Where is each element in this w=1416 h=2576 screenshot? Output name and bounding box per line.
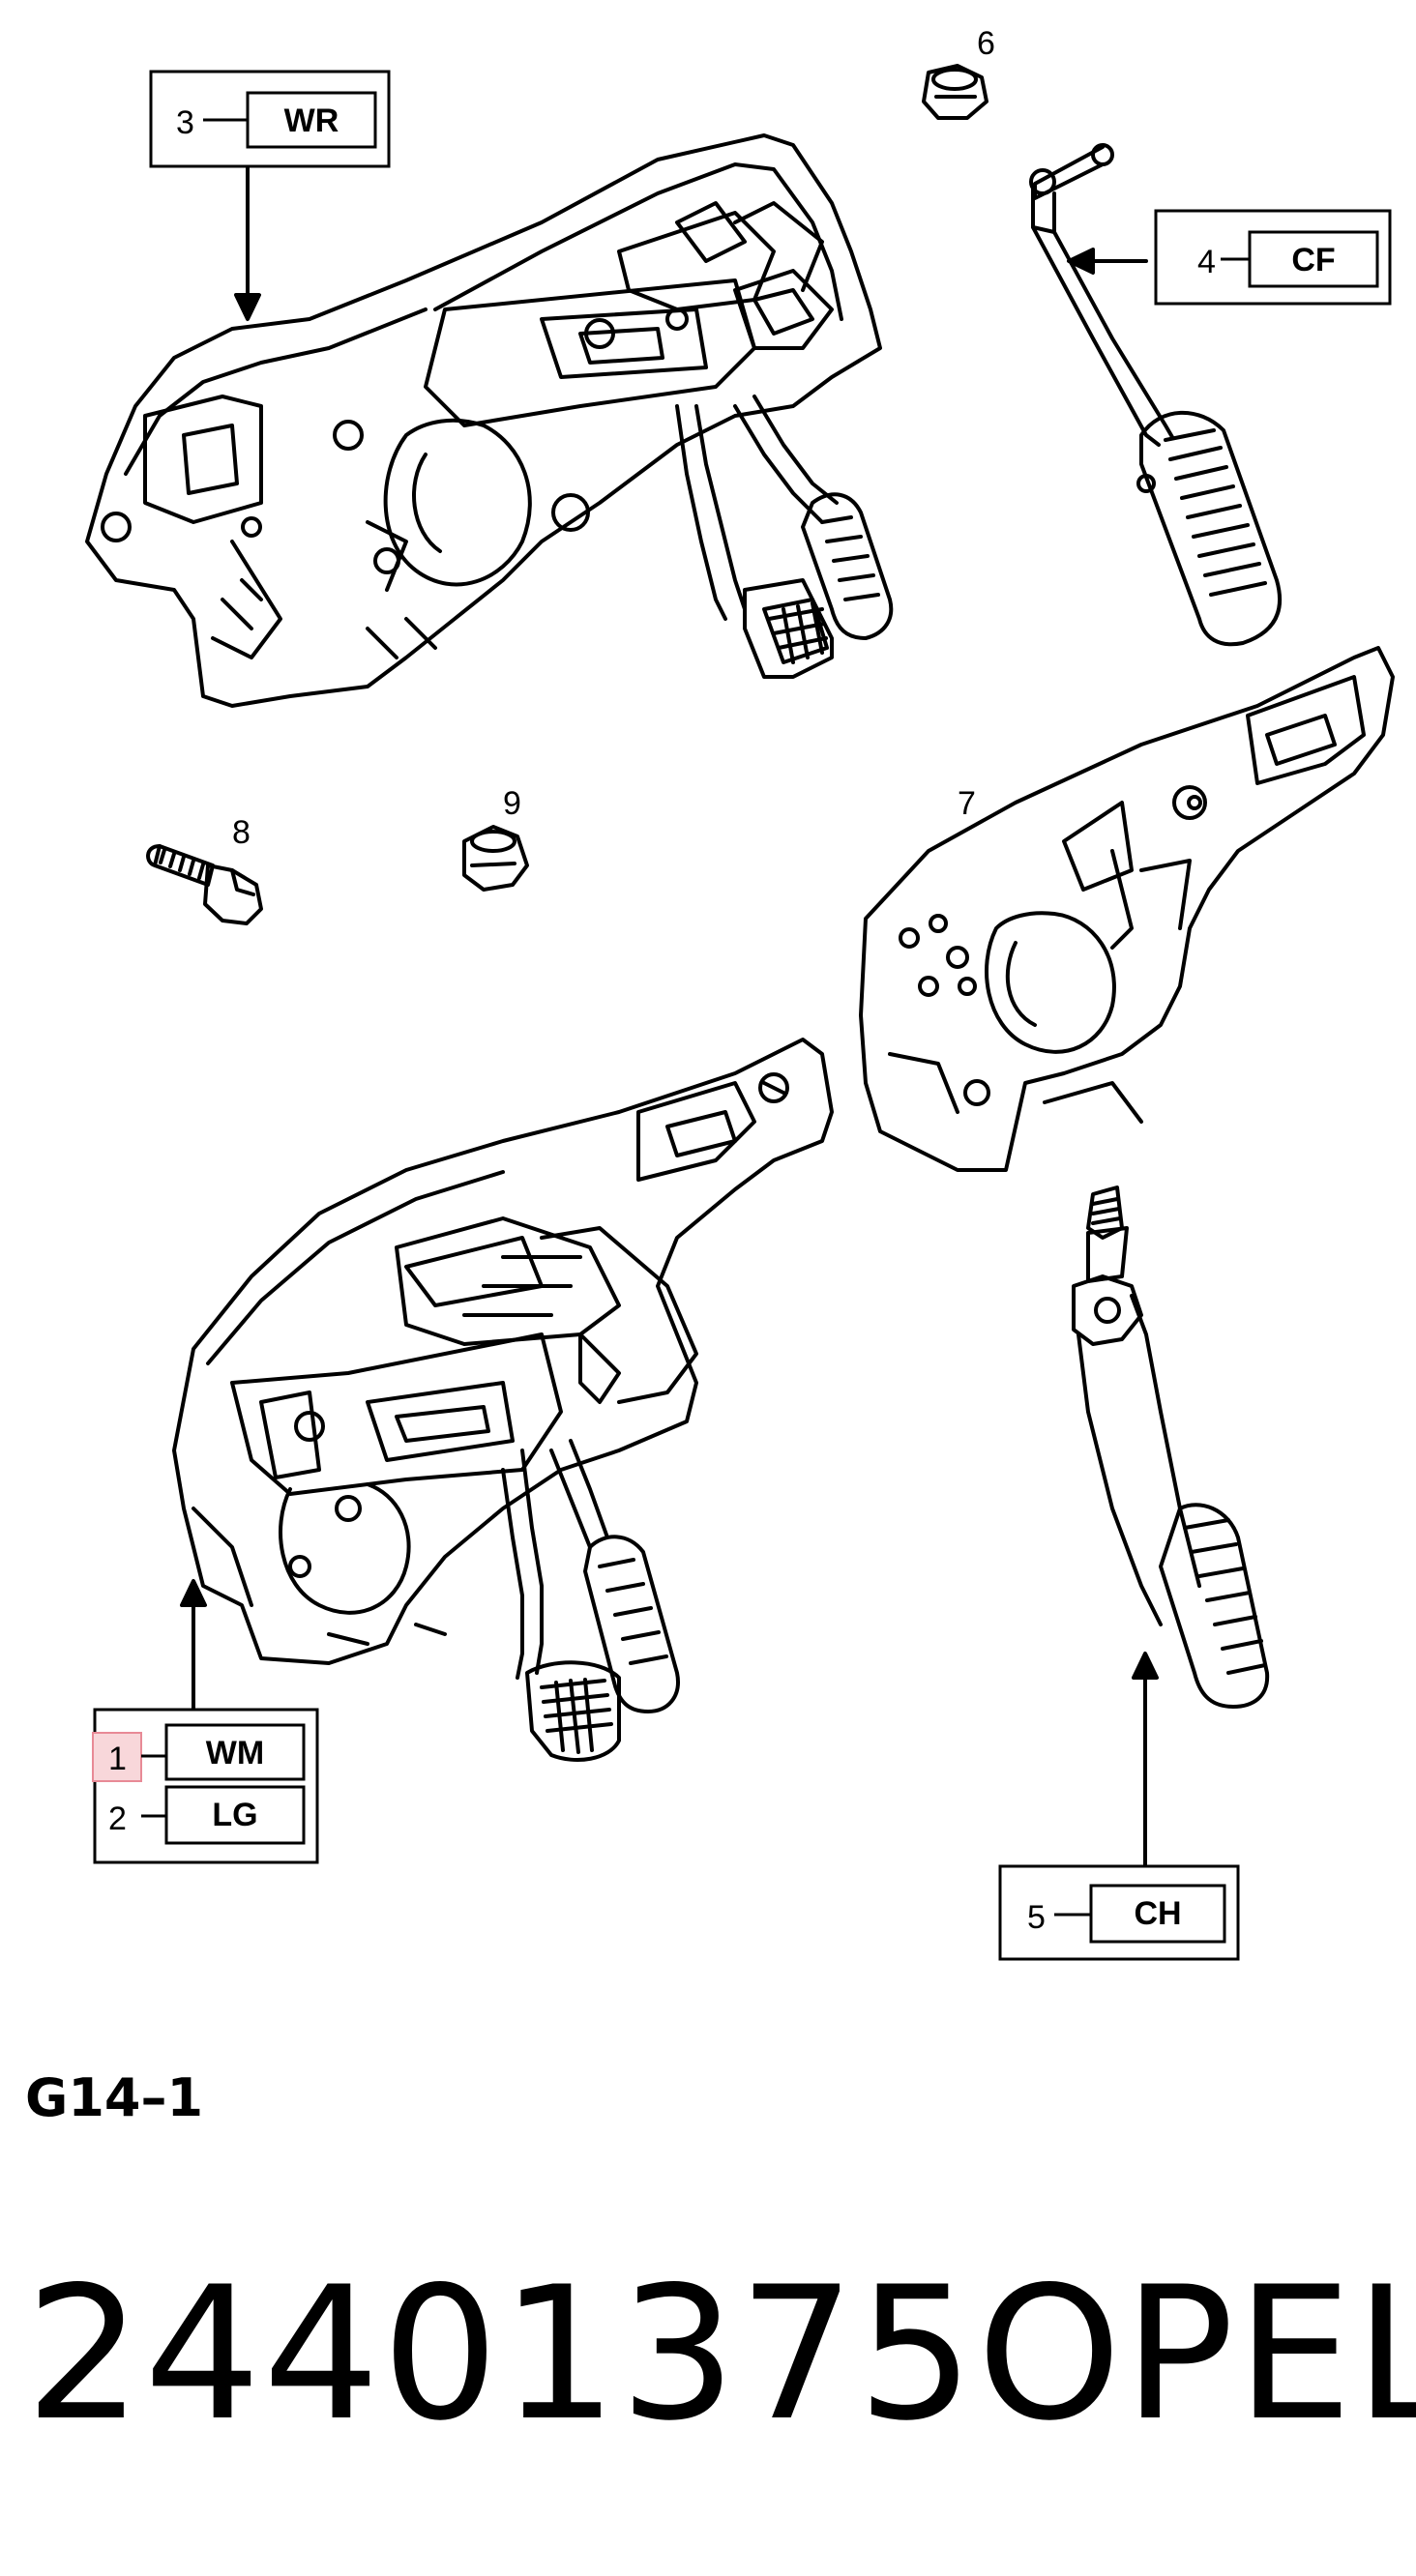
callout-3-number: 3 <box>176 104 194 141</box>
callout-arrows <box>180 143 1159 1868</box>
accelerator-pedal-ch <box>1072 1186 1270 1709</box>
callout-2-code: LG <box>212 1797 257 1833</box>
page-reference: G14–1 <box>25 2067 204 2128</box>
brand-name: OPEL <box>977 2247 1416 2461</box>
callout-4-number: 4 <box>1197 244 1216 280</box>
part-label-6: 6 <box>977 25 995 62</box>
callout-1-code: WM <box>206 1735 264 1771</box>
callout-4[interactable]: 4 CF <box>1154 209 1392 306</box>
callout-4-code: CF <box>1291 242 1335 278</box>
callout-1-2[interactable]: 1 WM 2 LG <box>92 1708 319 1864</box>
part-number: 24401375 <box>25 2247 977 2461</box>
part-label-8: 8 <box>232 814 251 851</box>
pedal-box-assembly-top <box>85 133 894 708</box>
callout-5[interactable]: 5 CH <box>998 1864 1240 1961</box>
bolt-part-8 <box>146 844 263 925</box>
callout-2-number: 2 <box>108 1800 127 1837</box>
callout-5-code: CH <box>1134 1895 1181 1932</box>
part-label-9: 9 <box>503 785 521 822</box>
part-label-7: 7 <box>958 785 976 822</box>
callout-3[interactable]: 3 WR <box>149 70 391 168</box>
nut-part-6 <box>922 64 988 120</box>
accelerator-pedal-cf <box>1029 143 1283 647</box>
callout-1-number: 1 <box>108 1741 127 1777</box>
pedal-box-assembly-bottom <box>172 1038 834 1762</box>
callout-5-number: 5 <box>1027 1899 1046 1936</box>
callout-3-code: WR <box>284 102 339 139</box>
nut-part-9 <box>462 825 529 892</box>
callout-1-highlight <box>92 1732 142 1782</box>
bracket-part-7 <box>859 646 1395 1172</box>
